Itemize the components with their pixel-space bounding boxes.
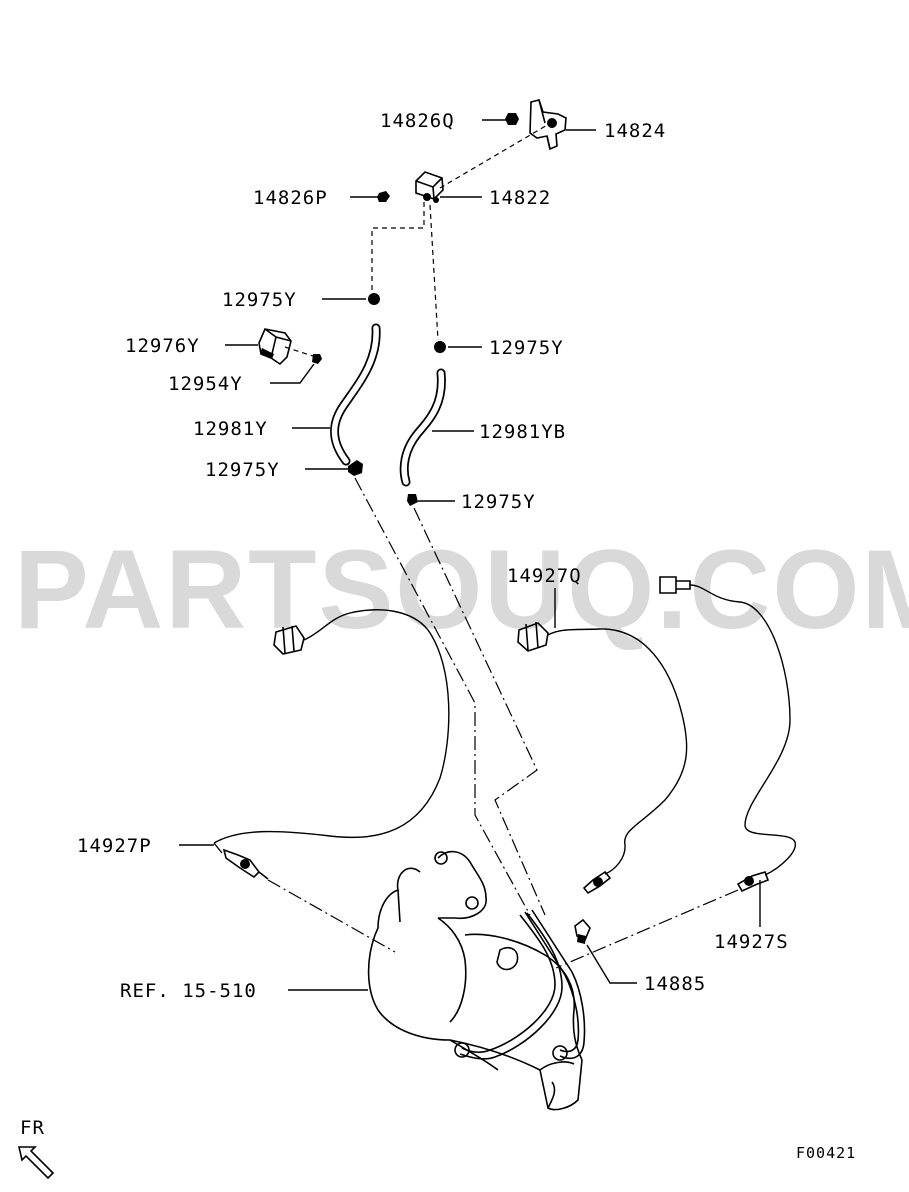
dash-solenoid-right <box>429 204 439 341</box>
bracket-14824[interactable] <box>529 99 567 151</box>
leader-lines <box>179 119 761 991</box>
dash-12976y <box>284 346 317 358</box>
dash-solenoid-left <box>371 202 425 295</box>
label-12976y[interactable]: 12976Y <box>125 335 200 357</box>
clip-14885[interactable] <box>574 918 591 944</box>
label-12981y[interactable]: 12981Y <box>193 418 268 440</box>
label-12954y[interactable]: 12954Y <box>168 373 243 395</box>
label-12975y-b[interactable]: 12975Y <box>489 337 564 359</box>
label-14885[interactable]: 14885 <box>644 973 706 995</box>
label-12981yb[interactable]: 12981YB <box>479 421 566 443</box>
o2-sensor-14927s[interactable] <box>659 576 796 893</box>
diagram-code: F00421 <box>796 1144 856 1162</box>
clip-12975y-top-left[interactable] <box>368 293 380 305</box>
bolt-14826p[interactable] <box>377 191 390 202</box>
pipe-assembly[interactable] <box>454 909 586 1061</box>
label-14822[interactable]: 14822 <box>489 187 551 209</box>
label-14927s[interactable]: 14927S <box>714 931 789 953</box>
solenoid-valve-14822[interactable] <box>415 171 444 203</box>
dash-bracket <box>439 123 550 189</box>
label-14927p[interactable]: 14927P <box>77 835 152 857</box>
label-ref-15-510[interactable]: REF. 15-510 <box>120 980 257 1002</box>
bracket-12976y[interactable] <box>258 328 292 366</box>
front-direction-arrow-icon <box>17 1146 55 1180</box>
label-12975y-a[interactable]: 12975Y <box>222 289 297 311</box>
hose-12981yb[interactable] <box>399 368 446 487</box>
bolt-14826q[interactable] <box>505 113 519 125</box>
label-14824[interactable]: 14824 <box>604 120 666 142</box>
hose-12981y[interactable] <box>330 323 381 466</box>
watermark: PARTSOUQ.COM <box>14 527 909 652</box>
o2-sensor-14927p[interactable] <box>213 609 450 880</box>
direction-label: FR <box>20 1117 45 1139</box>
o2-sensor-14927q[interactable] <box>517 621 688 895</box>
label-12975y-c[interactable]: 12975Y <box>205 459 280 481</box>
label-14826p[interactable]: 14826P <box>253 187 328 209</box>
label-14826q[interactable]: 14826Q <box>380 110 455 132</box>
clip-12975y-top-right[interactable] <box>434 341 446 353</box>
label-14927q[interactable]: 14927Q <box>507 565 582 587</box>
catalytic-converter[interactable] <box>367 850 583 1111</box>
dash-hose-right-to-pipe <box>413 507 546 916</box>
dash-14927p <box>267 879 396 953</box>
screw-12954y[interactable] <box>312 354 322 364</box>
dash-hose-left-to-pipe <box>354 477 531 916</box>
label-12975y-d[interactable]: 12975Y <box>461 491 536 513</box>
clip-12975y-bottom-right[interactable] <box>407 494 418 506</box>
clip-12975y-bottom-left[interactable] <box>348 460 363 476</box>
dash-14927s <box>555 889 739 969</box>
